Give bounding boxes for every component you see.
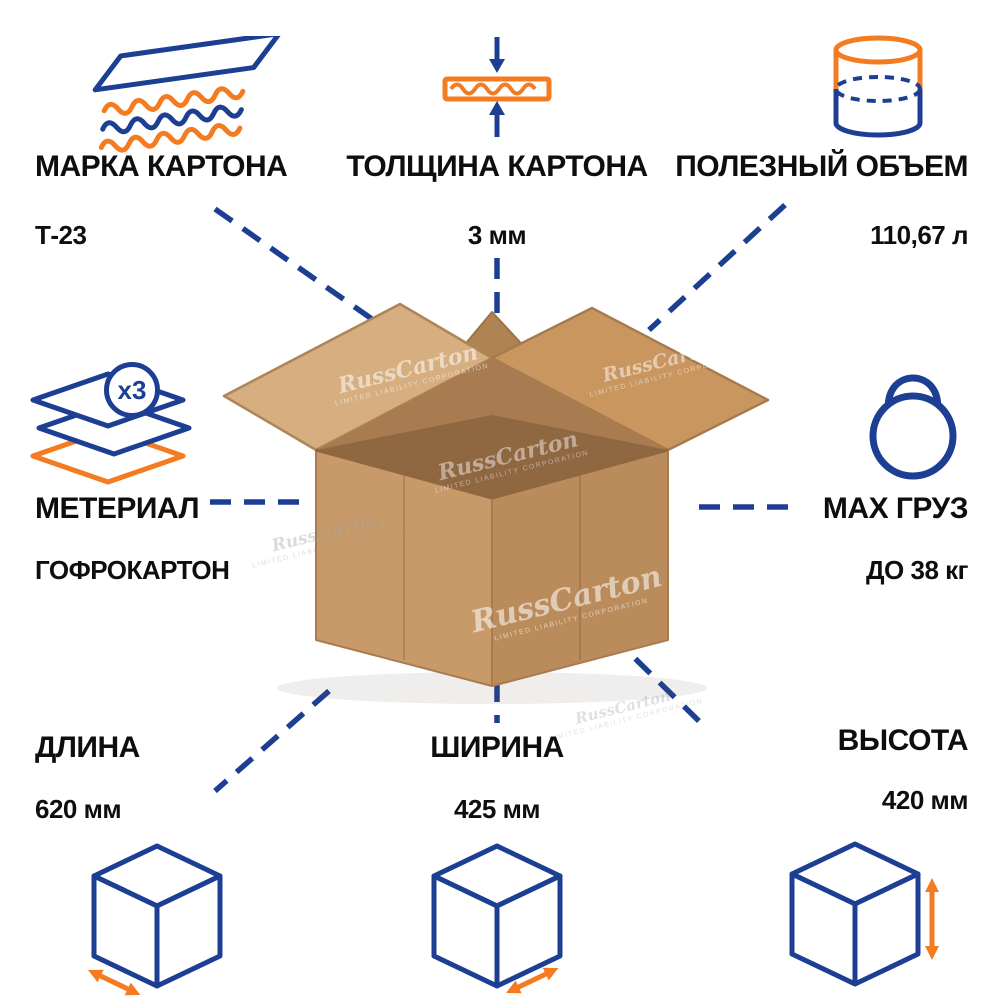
spec-value-width: 425 мм	[453, 794, 541, 824]
cardboard-box	[222, 302, 770, 687]
spec-label-width: ШИРИНА	[430, 731, 564, 764]
cardboard-layers-icon	[85, 31, 305, 156]
cube-height-icon	[780, 838, 945, 1000]
spec-label-material: МЕТЕРИАЛ	[35, 492, 200, 525]
spec-value-length: 620 мм	[35, 794, 122, 824]
spec-label-volume: ПОЛЕЗНЫЙ ОБЪЕМ	[675, 150, 968, 183]
cube-width-icon	[422, 840, 587, 1000]
spec-value-material: ГОФРОКАРТОН	[35, 555, 230, 585]
x3-badge: x3	[104, 362, 160, 418]
dashed-line-top-right	[647, 202, 787, 333]
x3-badge-label: x3	[117, 374, 147, 405]
spec-value-grade: Т-23	[35, 220, 87, 250]
spec-label-height: ВЫСОТА	[837, 724, 969, 757]
spec-label-length: ДЛИНА	[35, 731, 140, 764]
volume-cylinder-icon	[830, 33, 926, 139]
spec-label-maxload: MAX ГРУЗ	[822, 492, 969, 525]
spec-value-height: 420 мм	[881, 785, 969, 815]
spec-value-maxload: ДО 38 кг	[866, 555, 968, 585]
dashed-line-top-left	[213, 206, 391, 334]
dashed-line-bottom-left	[213, 688, 331, 794]
kettlebell-icon	[857, 358, 969, 480]
spec-label-grade: МАРКА КАРТОНА	[35, 150, 288, 183]
box-shadow	[277, 672, 707, 704]
dashed-line-bottom-right	[609, 633, 705, 727]
cube-length-icon	[82, 840, 247, 1000]
spec-value-thickness: 3 мм	[467, 220, 527, 250]
spec-value-volume: 110,67 л	[870, 220, 968, 250]
spec-label-thickness: ТОЛЩИНА КАРТОНА	[346, 150, 648, 183]
thickness-press-icon	[437, 33, 557, 141]
